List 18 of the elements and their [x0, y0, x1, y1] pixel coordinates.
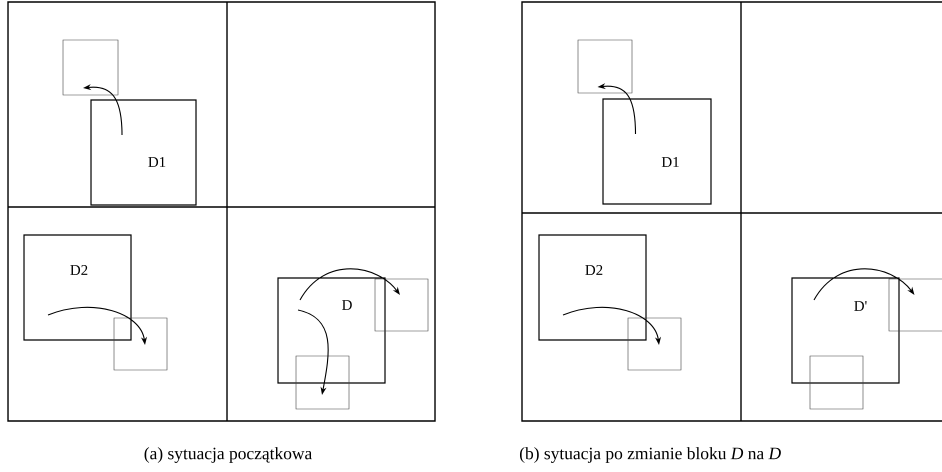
small-box — [578, 40, 632, 94]
small-box — [888, 278, 942, 332]
small-box — [62, 40, 118, 96]
block-box: D — [277, 277, 386, 384]
small-box — [374, 278, 428, 332]
block-box: D' — [791, 277, 900, 384]
subfigure-caption: (b) sytuacja po zmianie bloku D na D — [520, 447, 781, 463]
small-box — [296, 356, 350, 410]
small-box — [628, 318, 682, 370]
small-box — [114, 318, 168, 370]
small-box — [810, 356, 864, 410]
block-box: D2 — [538, 234, 647, 341]
curved-arrow — [814, 268, 914, 300]
block-box: D1 — [602, 98, 712, 205]
subfigure-caption: (a) sytuacja początkowa — [144, 447, 312, 463]
curved-arrow — [300, 268, 400, 300]
block-box: D1 — [90, 99, 197, 206]
block-box: D2 — [23, 234, 132, 341]
